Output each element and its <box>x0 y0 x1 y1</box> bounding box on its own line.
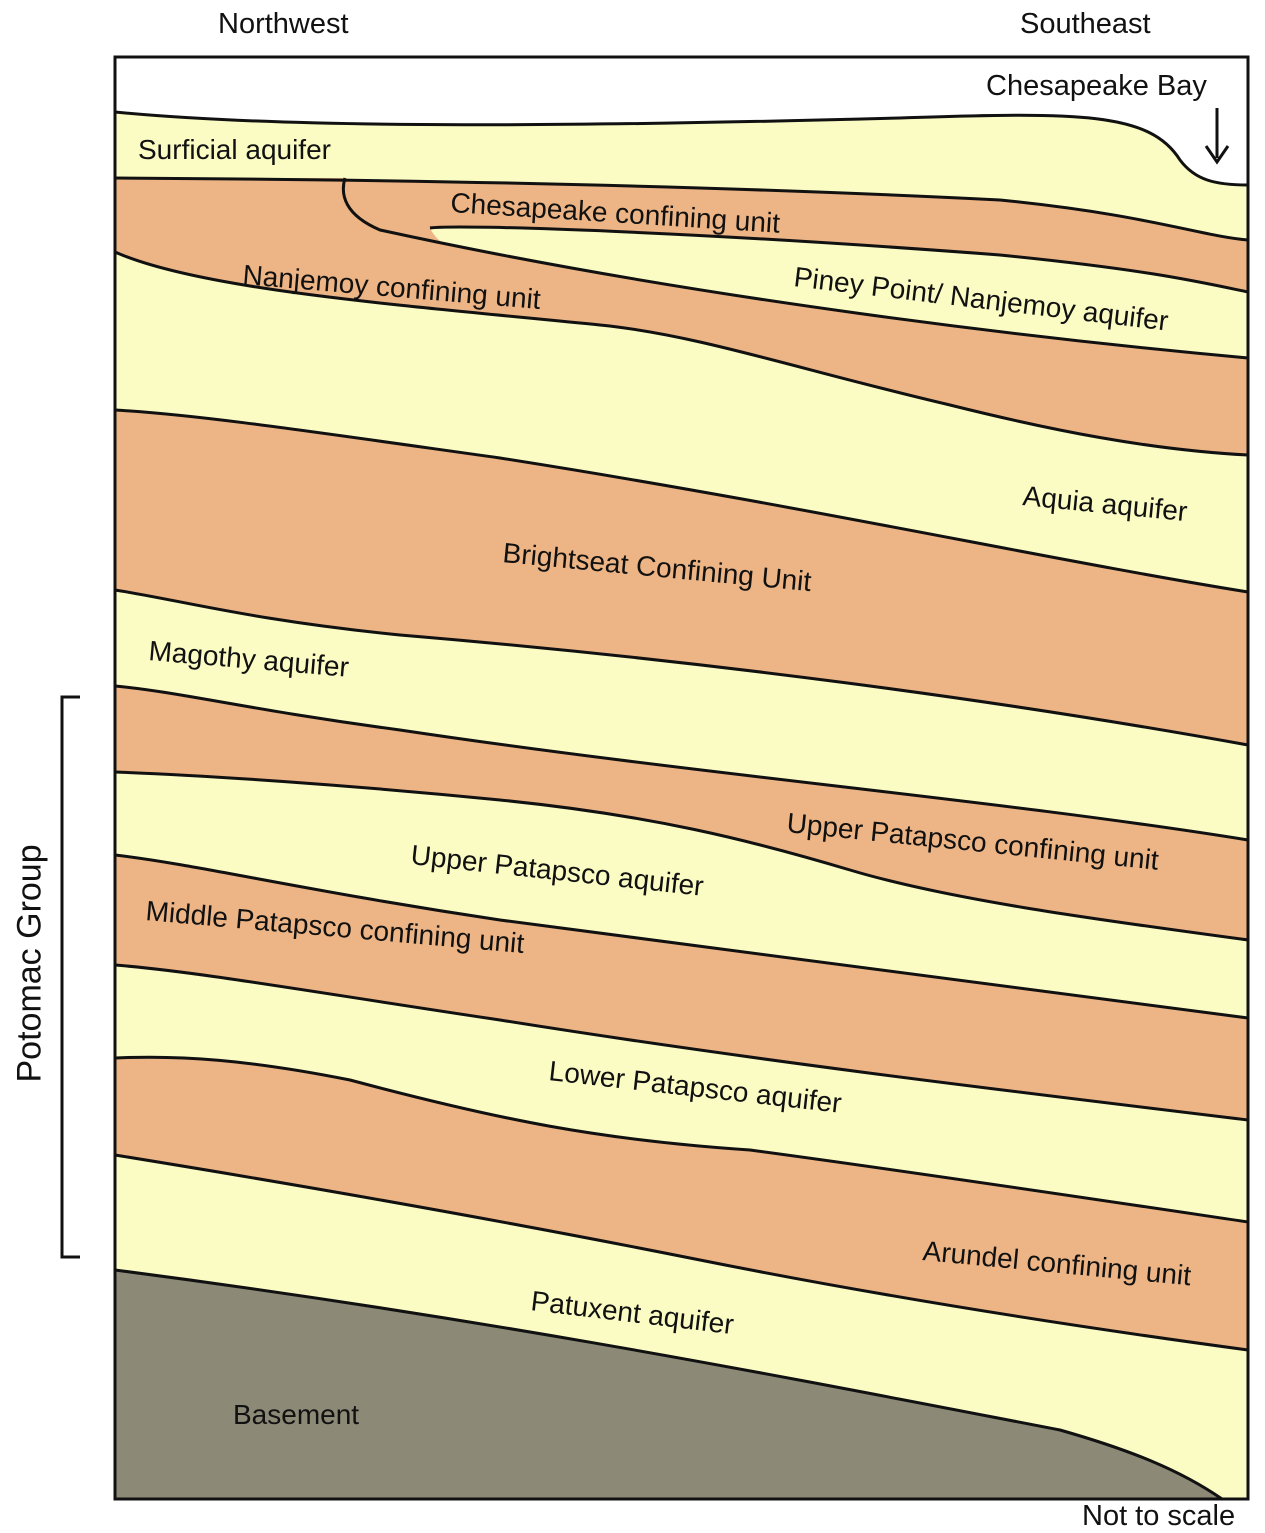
potomac-group-label: Potomac Group <box>11 873 50 1083</box>
unit-label-basement: Basement <box>233 1399 359 1430</box>
unit-label-surficial-aquifer: Surficial aquifer <box>138 134 331 165</box>
potomac-group-bracket <box>62 697 80 1257</box>
chesapeake-bay-label: Chesapeake Bay <box>986 70 1207 102</box>
not-to-scale-note: Not to scale <box>1082 1500 1235 1533</box>
